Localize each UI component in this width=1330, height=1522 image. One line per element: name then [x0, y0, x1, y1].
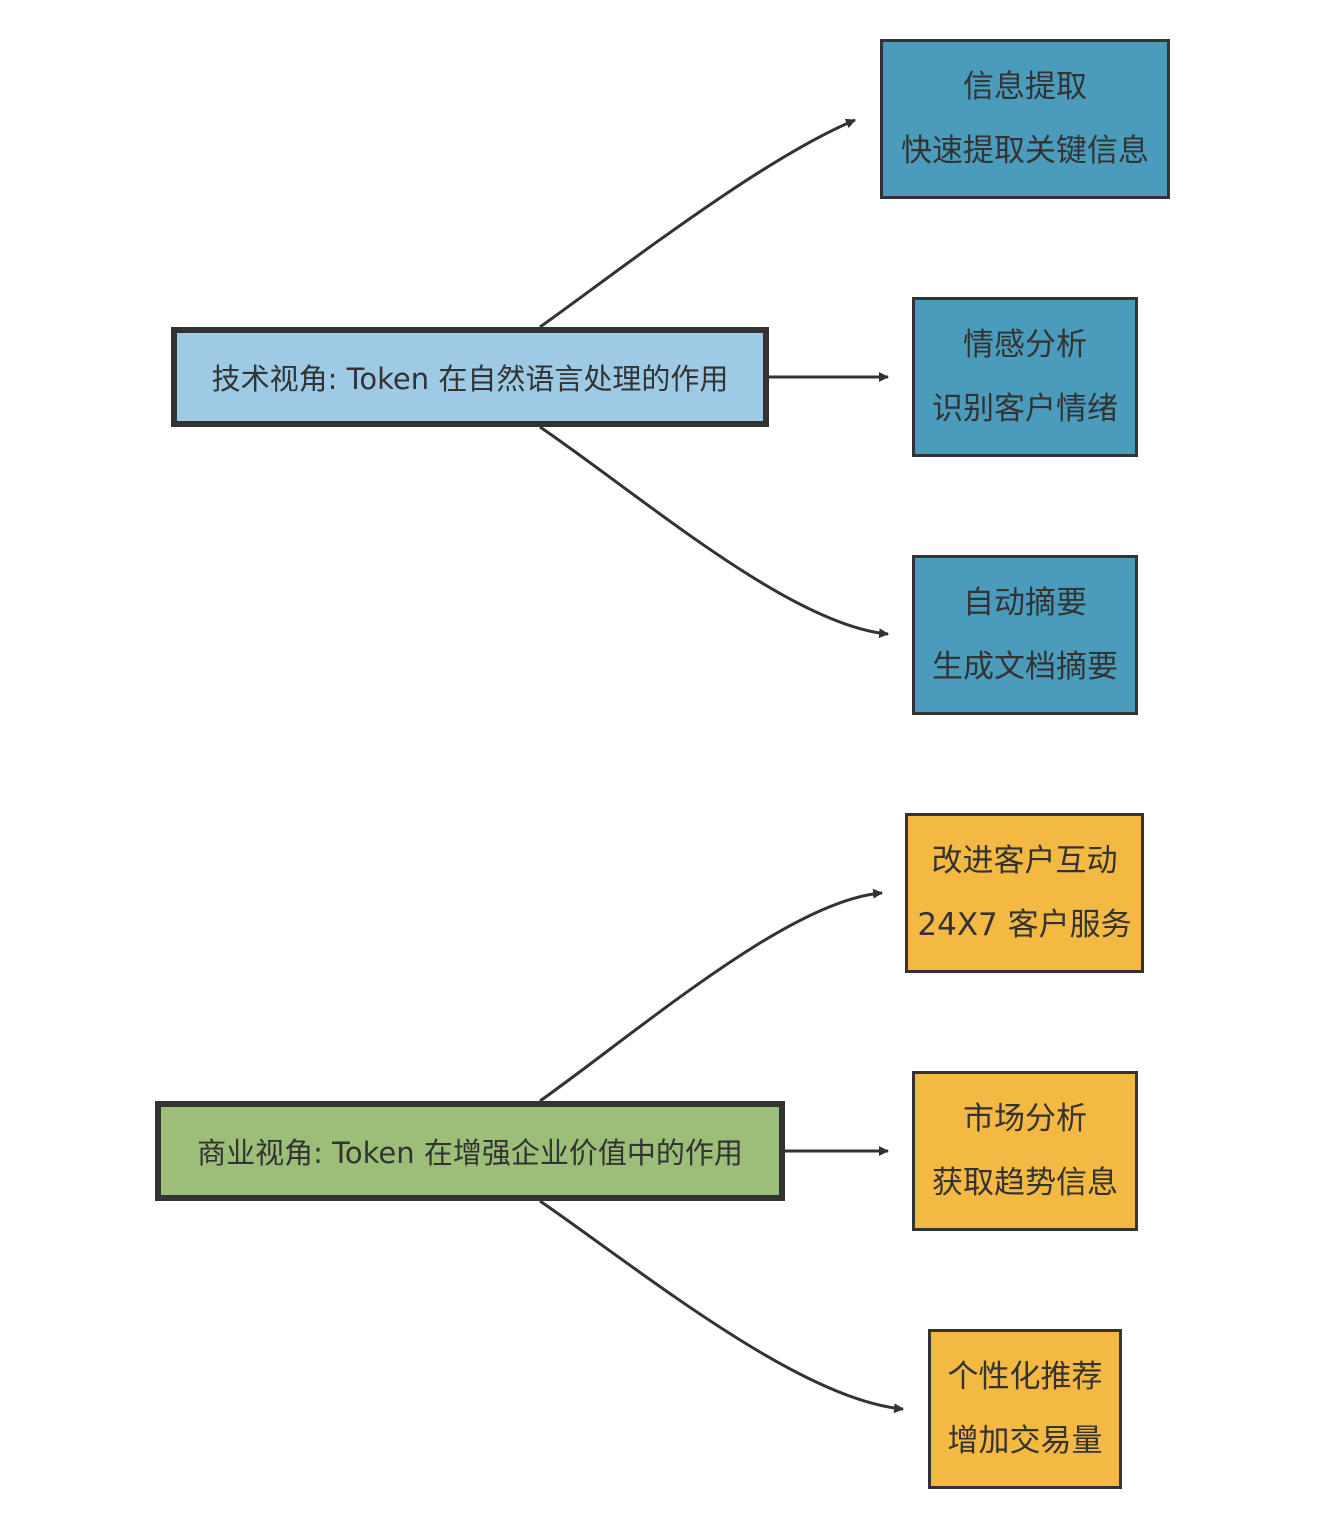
- leaf-info-extraction: 信息提取 快速提取关键信息: [880, 39, 1170, 199]
- leaf-title: 市场分析: [963, 1101, 1087, 1137]
- leaf-title: 个性化推荐: [947, 1359, 1103, 1395]
- edge-tech-to-info-extraction: [539, 118, 856, 329]
- edge-biz-to-customer-interaction: [539, 888, 883, 1103]
- leaf-market-analysis: 市场分析 获取趋势信息: [912, 1071, 1138, 1231]
- leaf-sentiment-analysis: 情感分析 识别客户情绪: [912, 297, 1138, 457]
- tech-root-node: 技术视角: Token 在自然语言处理的作用: [171, 327, 769, 427]
- leaf-desc: 生成文档摘要: [932, 649, 1118, 685]
- leaf-title: 情感分析: [963, 327, 1087, 363]
- biz-root-label: 商业视角: Token 在增强企业价值中的作用: [197, 1136, 743, 1170]
- leaf-desc: 快速提取关键信息: [901, 133, 1149, 169]
- leaf-desc: 24X7 客户服务: [917, 907, 1132, 943]
- edge-tech-to-auto-summary: [539, 425, 889, 639]
- tech-root-label: 技术视角: Token 在自然语言处理的作用: [211, 362, 729, 396]
- edge-biz-to-personal-recommendation: [539, 1199, 904, 1414]
- leaf-auto-summary: 自动摘要 生成文档摘要: [912, 555, 1138, 715]
- leaf-desc: 识别客户情绪: [932, 391, 1118, 427]
- leaf-desc: 获取趋势信息: [932, 1165, 1118, 1201]
- leaf-personal-recommendation: 个性化推荐 增加交易量: [928, 1329, 1122, 1489]
- leaf-title: 自动摘要: [963, 585, 1087, 621]
- leaf-title: 信息提取: [963, 69, 1087, 105]
- leaf-title: 改进客户互动: [931, 843, 1118, 879]
- leaf-desc: 增加交易量: [947, 1423, 1103, 1459]
- leaf-customer-interaction: 改进客户互动 24X7 客户服务: [905, 813, 1144, 973]
- biz-root-node: 商业视角: Token 在增强企业价值中的作用: [155, 1101, 785, 1201]
